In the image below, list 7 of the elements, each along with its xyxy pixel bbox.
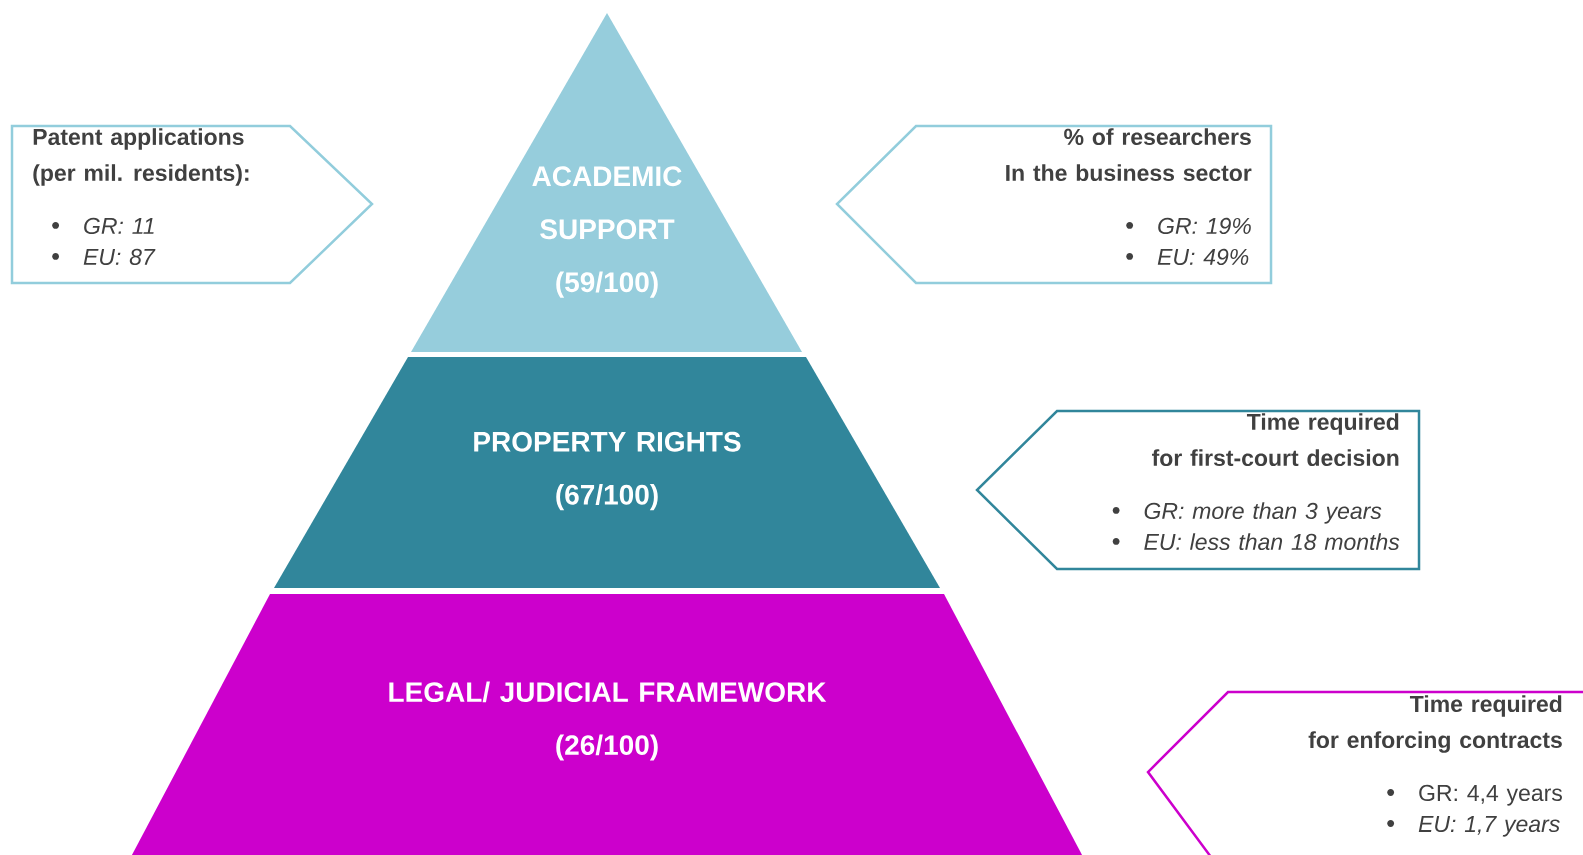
callout-box: Time required for first-court decision GR: more than 3 years EU: less than 18 months [975, 409, 1421, 571]
pyramid-band: PROPERTY RIGHTS (67/100) [274, 357, 940, 588]
callout-box: % of researchers In the business sector GR: 19% EU: 49% [835, 124, 1273, 285]
pyramid-band: LEGAL/ JUDICIAL FRAMEWORK (26/100) [124, 594, 1090, 855]
callout-box: Time required for enforcing contracts GR: 4,4 years EU: 1,7 years [1146, 690, 1583, 855]
callout-box: Patent applications (per mil. residents): GR: 11 EU: 87 [10, 124, 374, 285]
pyramid-band: ACADEMIC SUPPORT (59/100) [411, 13, 802, 352]
